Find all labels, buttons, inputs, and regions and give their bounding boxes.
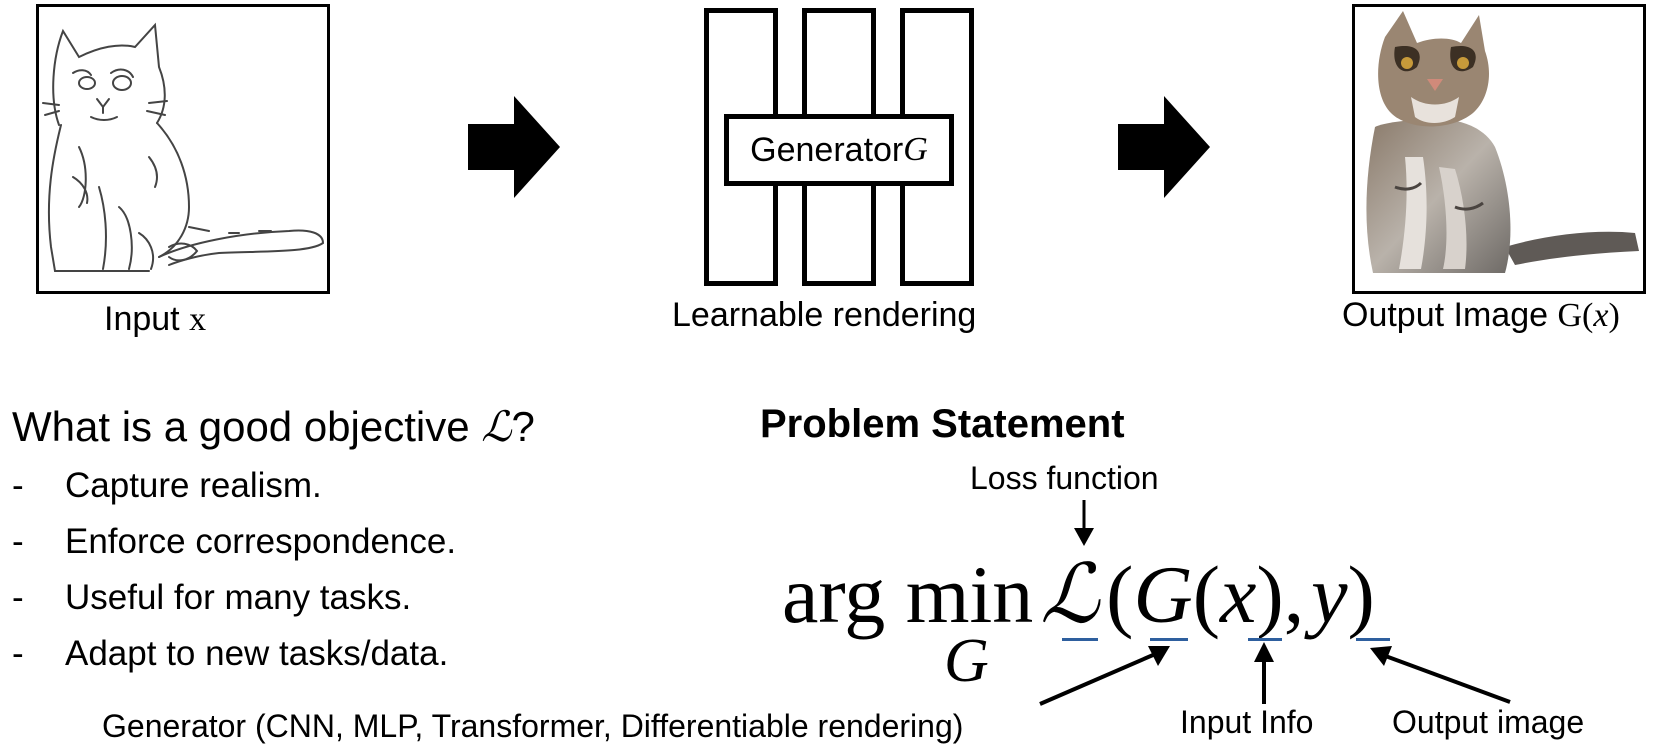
- generator-label: Generator: [750, 130, 904, 169]
- input-note: Input Info: [1180, 704, 1314, 740]
- formula-open-paren: (: [1106, 549, 1134, 640]
- formula-comma: ,: [1283, 549, 1305, 640]
- output-underline: [1356, 638, 1390, 641]
- bullet-marker: -: [12, 466, 24, 505]
- objective-question-text: What is a good objective: [12, 403, 482, 450]
- formula-close-paren: ): [1347, 549, 1375, 640]
- objective-question: What is a good objective ℒ?: [12, 402, 535, 452]
- bullet-marker: -: [12, 634, 24, 673]
- output-note: Output image: [1392, 704, 1585, 740]
- objective-question-mark: ?: [511, 403, 535, 450]
- input-variable: x: [189, 301, 207, 338]
- bullet-marker: -: [12, 578, 24, 617]
- right-arrow-icon: [468, 96, 560, 198]
- formula-inner-open: (: [1192, 549, 1220, 640]
- pointer-arrows: [1039, 642, 1511, 706]
- output-caption: Output Image G(x): [1342, 296, 1620, 335]
- input-caption: Input x: [104, 300, 206, 339]
- problem-statement-title: Problem Statement: [760, 402, 1125, 446]
- argmin-operator: arg min: [782, 549, 1034, 640]
- output-caption-text: Output Image: [1342, 296, 1558, 334]
- bullet-marker: -: [12, 522, 24, 561]
- objective-symbol: ℒ: [481, 405, 512, 451]
- cat-sketch-drawing: [42, 22, 325, 272]
- bullet-text: Enforce correspondence.: [65, 522, 457, 561]
- output-symbol: y: [1311, 549, 1348, 640]
- list-item: - Adapt to new tasks/data.: [12, 626, 456, 682]
- loss-symbol: ℒ: [1040, 547, 1100, 642]
- subscript-symbol: G: [944, 627, 989, 695]
- generator-note: Generator (CNN, MLP, Transformer, Differ…: [102, 708, 964, 744]
- input-sketch-image: [36, 4, 330, 294]
- generator-underline: [1150, 638, 1188, 641]
- generator-network-diagram: Generator G: [704, 8, 976, 286]
- bullet-text: Useful for many tasks.: [65, 578, 412, 617]
- loss-function-label: Loss function: [970, 460, 1159, 496]
- cat-photo-drawing: [1366, 11, 1639, 273]
- argmin-subscript: G: [944, 630, 989, 692]
- output-variable: x: [1593, 297, 1609, 334]
- right-arrow-icon: [1118, 96, 1210, 198]
- list-item: - Enforce correspondence.: [12, 514, 456, 570]
- generator-box: Generator G: [724, 114, 954, 186]
- model-caption: Learnable rendering: [672, 296, 977, 334]
- output-function: G(: [1557, 297, 1594, 334]
- formula-inner-close: ): [1256, 549, 1284, 640]
- bullet-text: Capture realism.: [65, 466, 322, 505]
- output-cat-image: [1352, 4, 1646, 294]
- list-item: - Useful for many tasks.: [12, 570, 456, 626]
- objective-bullet-list: - Capture realism. - Enforce correspondenc…: [12, 458, 456, 682]
- loss-underline: [1062, 638, 1098, 641]
- generator-variable: G: [903, 131, 928, 168]
- down-arrow-icon: [1074, 500, 1094, 546]
- input-underline: [1248, 638, 1282, 641]
- generator-symbol: G: [1133, 549, 1193, 640]
- objective-formula: arg min ℒ(G(x), y): [782, 554, 1375, 636]
- list-item: - Capture realism.: [12, 458, 456, 514]
- bullet-text: Adapt to new tasks/data.: [65, 634, 449, 673]
- output-close-paren: ): [1608, 297, 1620, 334]
- input-symbol: x: [1220, 549, 1257, 640]
- input-caption-text: Input: [104, 300, 190, 338]
